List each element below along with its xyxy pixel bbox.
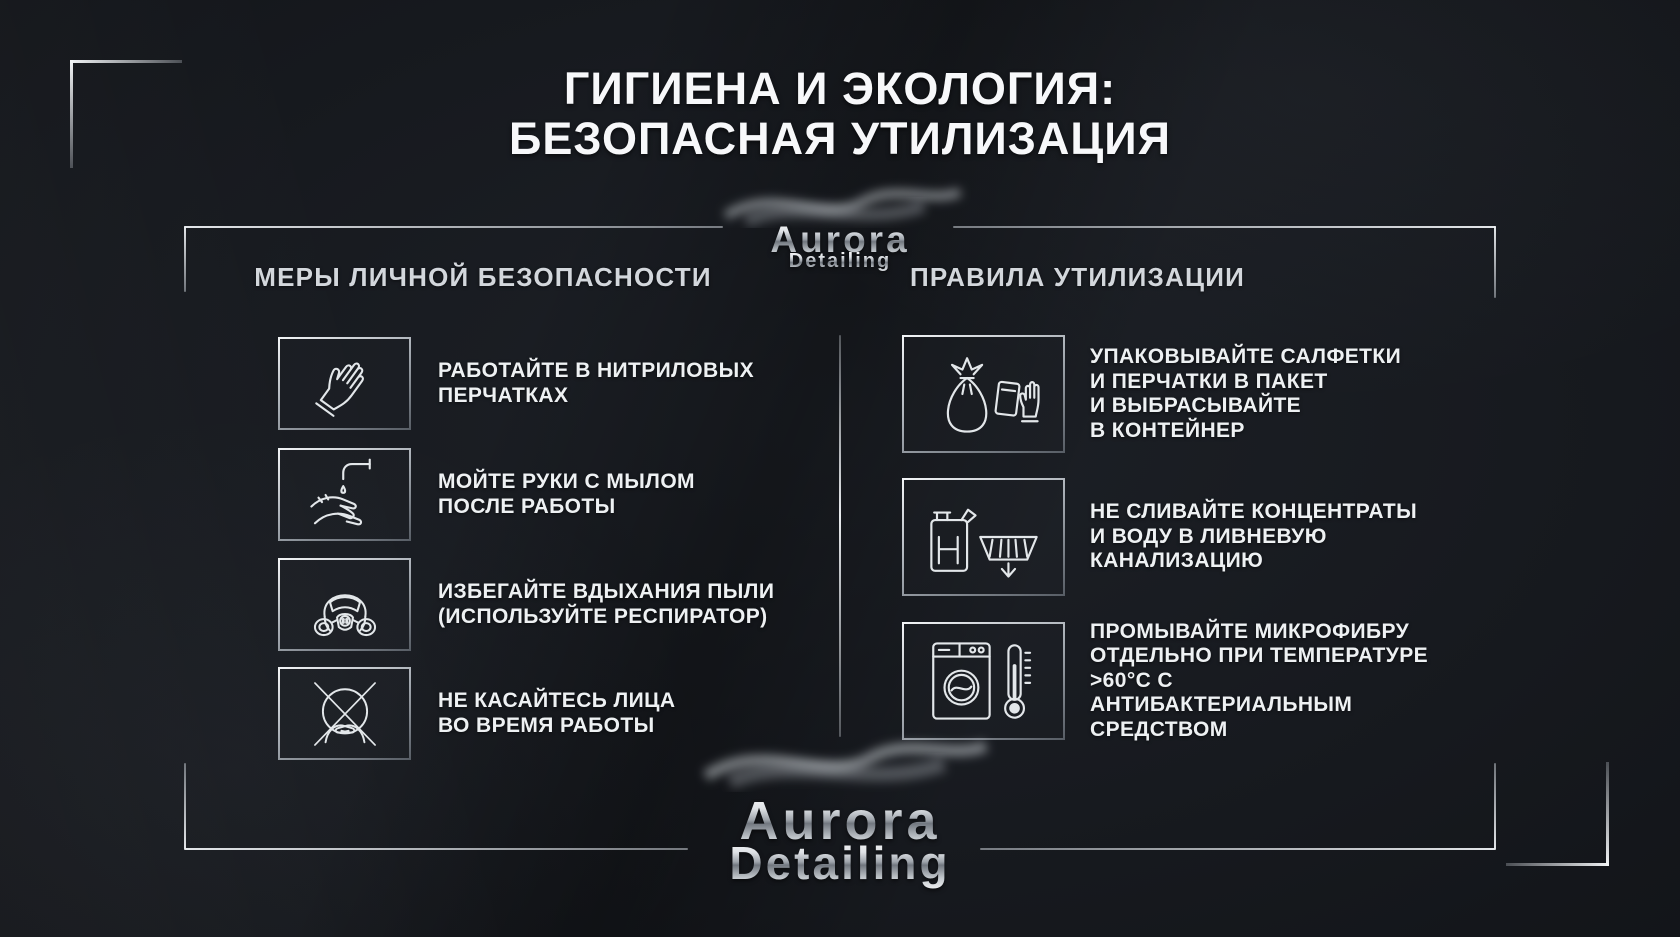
dont-touch-face-icon xyxy=(278,667,411,760)
left-item-3-text: ИЗБЕГАЙТЕ ВДЫХАНИЯ ПЫЛИ (ИСПОЛЬЗУЙТЕ РЕС… xyxy=(438,580,775,628)
right-item-3-text: ПРОМЫВАЙТЕ МИКРОФИБРУ ОТДЕЛЬНО ПРИ ТЕМПЕ… xyxy=(1090,619,1429,741)
frame-top-line-right xyxy=(953,226,1496,228)
respirator-icon xyxy=(278,558,411,651)
frame-bottom-left-vertical xyxy=(184,763,186,849)
column-divider-line xyxy=(839,335,841,737)
canister-drain-icon xyxy=(902,478,1065,596)
corner-bracket-top-left xyxy=(70,60,182,63)
nitrile-glove-icon xyxy=(278,337,411,430)
frame-bottom-line-left xyxy=(184,848,688,850)
right-item-1-text: УПАКОВЫВАЙТЕ САЛФЕТКИ И ПЕРЧАТКИ В ПАКЕТ… xyxy=(1090,345,1402,442)
washing-machine-thermometer-icon xyxy=(902,622,1065,740)
brand-logo-bottom-tagline: Detailing xyxy=(590,836,1090,890)
left-item-2-text: МОЙТЕ РУКИ С МЫЛОМ ПОСЛЕ РАБОТЫ xyxy=(438,470,695,518)
page-title-line-2: БЕЗОПАСНАЯ УТИЛИЗАЦИЯ xyxy=(508,113,1171,164)
corner-bracket-bottom-right xyxy=(1506,863,1609,866)
smoke-effect-top xyxy=(723,187,962,228)
smoke-effect-bottom xyxy=(702,740,989,789)
frame-top-line-left xyxy=(184,226,723,228)
right-item-2-text: НЕ СЛИВАЙТЕ КОНЦЕНТРАТЫ И ВОДУ В ЛИВНЕВУ… xyxy=(1090,500,1418,573)
brand-logo-top-tagline: Detailing xyxy=(680,250,1000,273)
frame-top-right-vertical xyxy=(1494,226,1496,298)
brand-logo-bottom: Aurora xyxy=(590,790,1090,852)
page-title-line-1: ГИГИЕНА И ЭКОЛОГИЯ: xyxy=(563,63,1117,114)
right-column-header: ПРАВИЛА УТИЛИЗАЦИИ xyxy=(910,262,1245,292)
left-item-4-text: НЕ КАСАЙТЕСЬ ЛИЦА ВО ВРЕМЯ РАБОТЫ xyxy=(438,689,676,737)
left-item-1-text: РАБОТАЙТЕ В НИТРИЛОВЫХ ПЕРЧАТКАХ xyxy=(438,359,754,407)
brand-logo-top: Aurora xyxy=(680,219,1000,261)
corner-bracket-bottom-right-vertical xyxy=(1606,762,1609,866)
hand-washing-icon xyxy=(278,448,411,541)
frame-top-left-vertical xyxy=(184,226,186,292)
frame-bottom-line-right xyxy=(980,848,1496,850)
corner-bracket-top-left-vertical xyxy=(70,60,73,168)
left-column-header: МЕРЫ ЛИЧНОЙ БЕЗОПАСНОСТИ xyxy=(254,262,712,292)
frame-bottom-right-vertical xyxy=(1494,763,1496,849)
trash-bag-glove-icon xyxy=(902,335,1065,453)
